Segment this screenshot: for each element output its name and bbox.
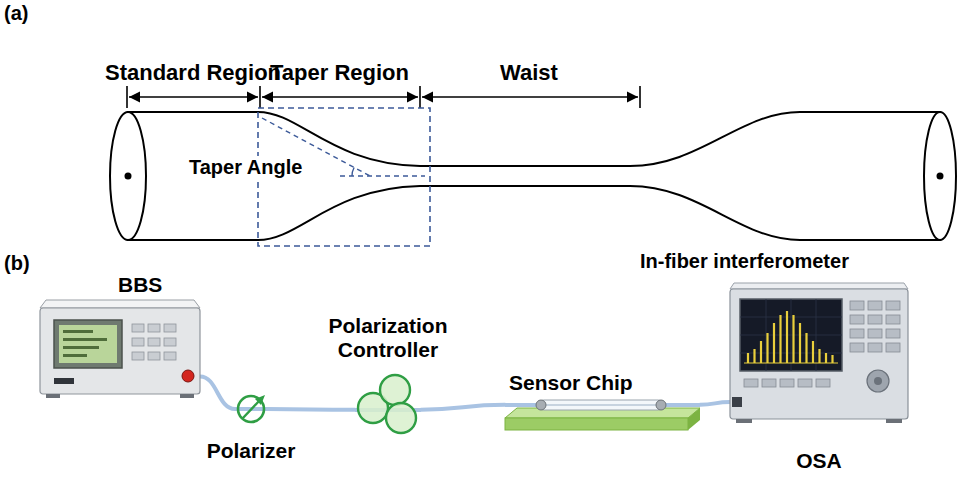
fiber-link	[700, 402, 730, 405]
device-label: Sensor Chip	[509, 371, 633, 395]
taper-angle-marks	[262, 118, 425, 176]
region-label: Taper Region	[270, 60, 409, 85]
fiber-end-face	[924, 112, 956, 240]
taper-highlight-box	[258, 108, 430, 246]
device-label: Polarization Controller	[308, 314, 468, 362]
fiber-link	[421, 405, 505, 410]
polarization-controller-paddles	[355, 372, 421, 436]
polarization-controller: Polarization Controller	[355, 372, 421, 436]
device-label: Polarizer	[207, 439, 296, 463]
fiber-link	[200, 376, 235, 409]
dimension-lines	[127, 86, 640, 108]
device-label: BBS	[118, 273, 162, 297]
region-label: Standard Region	[105, 60, 281, 85]
light-source: BBS	[40, 300, 200, 398]
fiber-core-dot	[125, 173, 132, 180]
fiber-end-face	[110, 112, 146, 240]
angle-label: Taper Angle	[186, 156, 305, 179]
panel-letter: (a)	[4, 2, 28, 25]
light-source-device	[40, 300, 200, 398]
spectrum-analyzer: OSA	[730, 283, 908, 423]
optical-spectrum-analyzer	[730, 283, 908, 423]
fiber-core-dot	[937, 173, 944, 180]
polarizer: Polarizer	[235, 393, 267, 425]
sensor-chip-slab	[505, 398, 700, 432]
region-label: Waist	[500, 60, 558, 85]
device-caption: In-fiber interferometer	[640, 250, 849, 273]
device-label: OSA	[796, 449, 842, 473]
sensor-chip: Sensor Chip	[505, 398, 700, 432]
fiber-outline	[128, 112, 940, 240]
fiber-link	[267, 407, 355, 412]
panel-letter: (b)	[4, 252, 30, 275]
polarizer-symbol	[235, 393, 267, 425]
